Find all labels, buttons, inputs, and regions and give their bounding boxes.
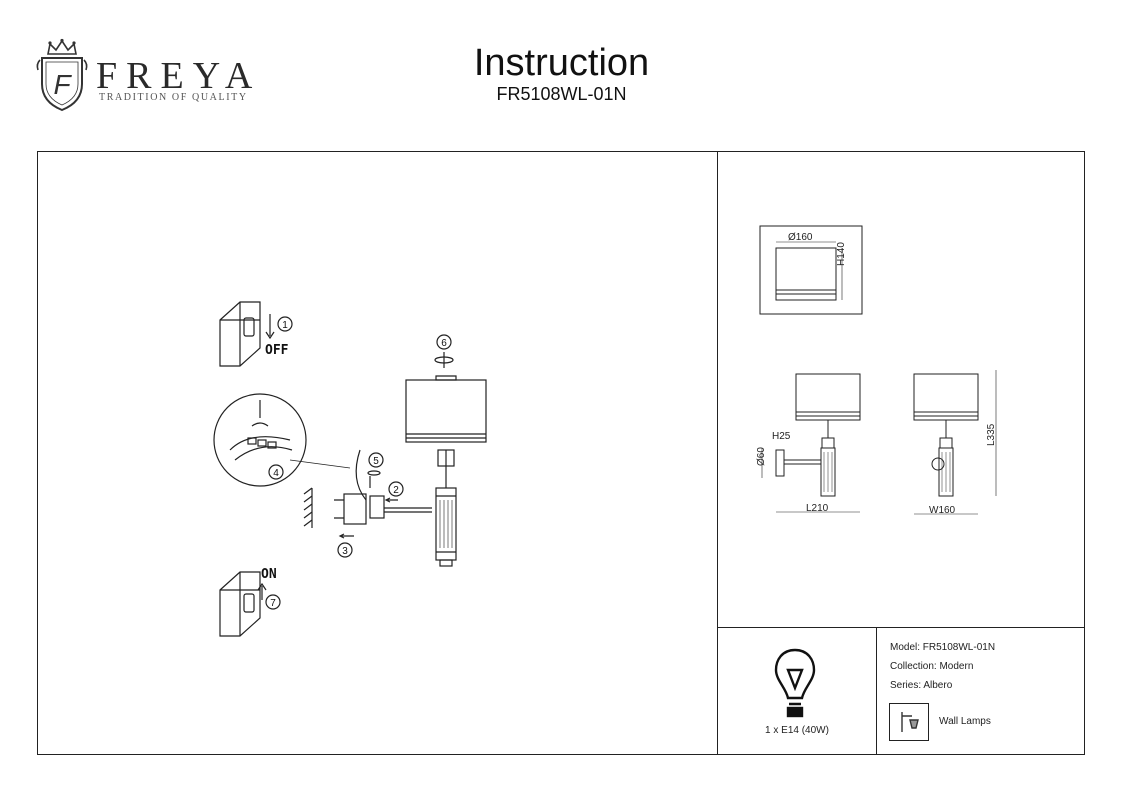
brand-tagline: TRADITION OF QUALITY [99, 92, 248, 103]
category-label: Wall Lamps [939, 716, 991, 727]
light-bulb-icon [774, 648, 816, 718]
step-4: 4 [273, 468, 279, 479]
switch-on-label: ON [261, 567, 277, 582]
divider-info [876, 627, 877, 755]
switch-off-icon [219, 301, 261, 367]
page-title: Instruction [473, 42, 650, 84]
info-series: Series: Albero [890, 680, 953, 691]
step-1: 1 [282, 320, 288, 331]
dim-length: L210 [806, 503, 829, 514]
bulb-spec: 1 x E14 (40W) [765, 725, 829, 736]
info-model: Model: FR5108WL-01N [890, 642, 996, 653]
switch-on-icon [219, 571, 261, 637]
dim-shade-diameter: Ø160 [788, 232, 813, 243]
step-6: 6 [441, 338, 447, 349]
brand-logo-icon: F [36, 38, 88, 112]
step-2: 2 [393, 485, 399, 496]
dim-base-height: H25 [772, 431, 791, 442]
divider-horizontal [717, 627, 1085, 628]
info-collection: Collection: Modern [890, 661, 974, 672]
wall-lamp-icon [889, 703, 929, 741]
dimension-drawings [759, 225, 997, 515]
step-7: 7 [270, 598, 276, 609]
dim-total-length: L335 [986, 423, 997, 446]
divider-vertical [717, 151, 718, 755]
brand-name: FREYA [96, 55, 262, 97]
instruction-frame [37, 151, 1085, 755]
dim-width: W160 [929, 505, 956, 516]
assembly-diagram: 1 2 3 4 5 6 7 [213, 301, 487, 637]
switch-off-label: OFF [265, 343, 289, 358]
dim-base-diameter: Ø60 [756, 447, 767, 466]
logo-monogram: F [53, 69, 72, 100]
step-5: 5 [373, 456, 379, 467]
model-code: FR5108WL-01N [496, 84, 627, 104]
dim-shade-height: H140 [836, 242, 847, 266]
step-3: 3 [342, 546, 348, 557]
